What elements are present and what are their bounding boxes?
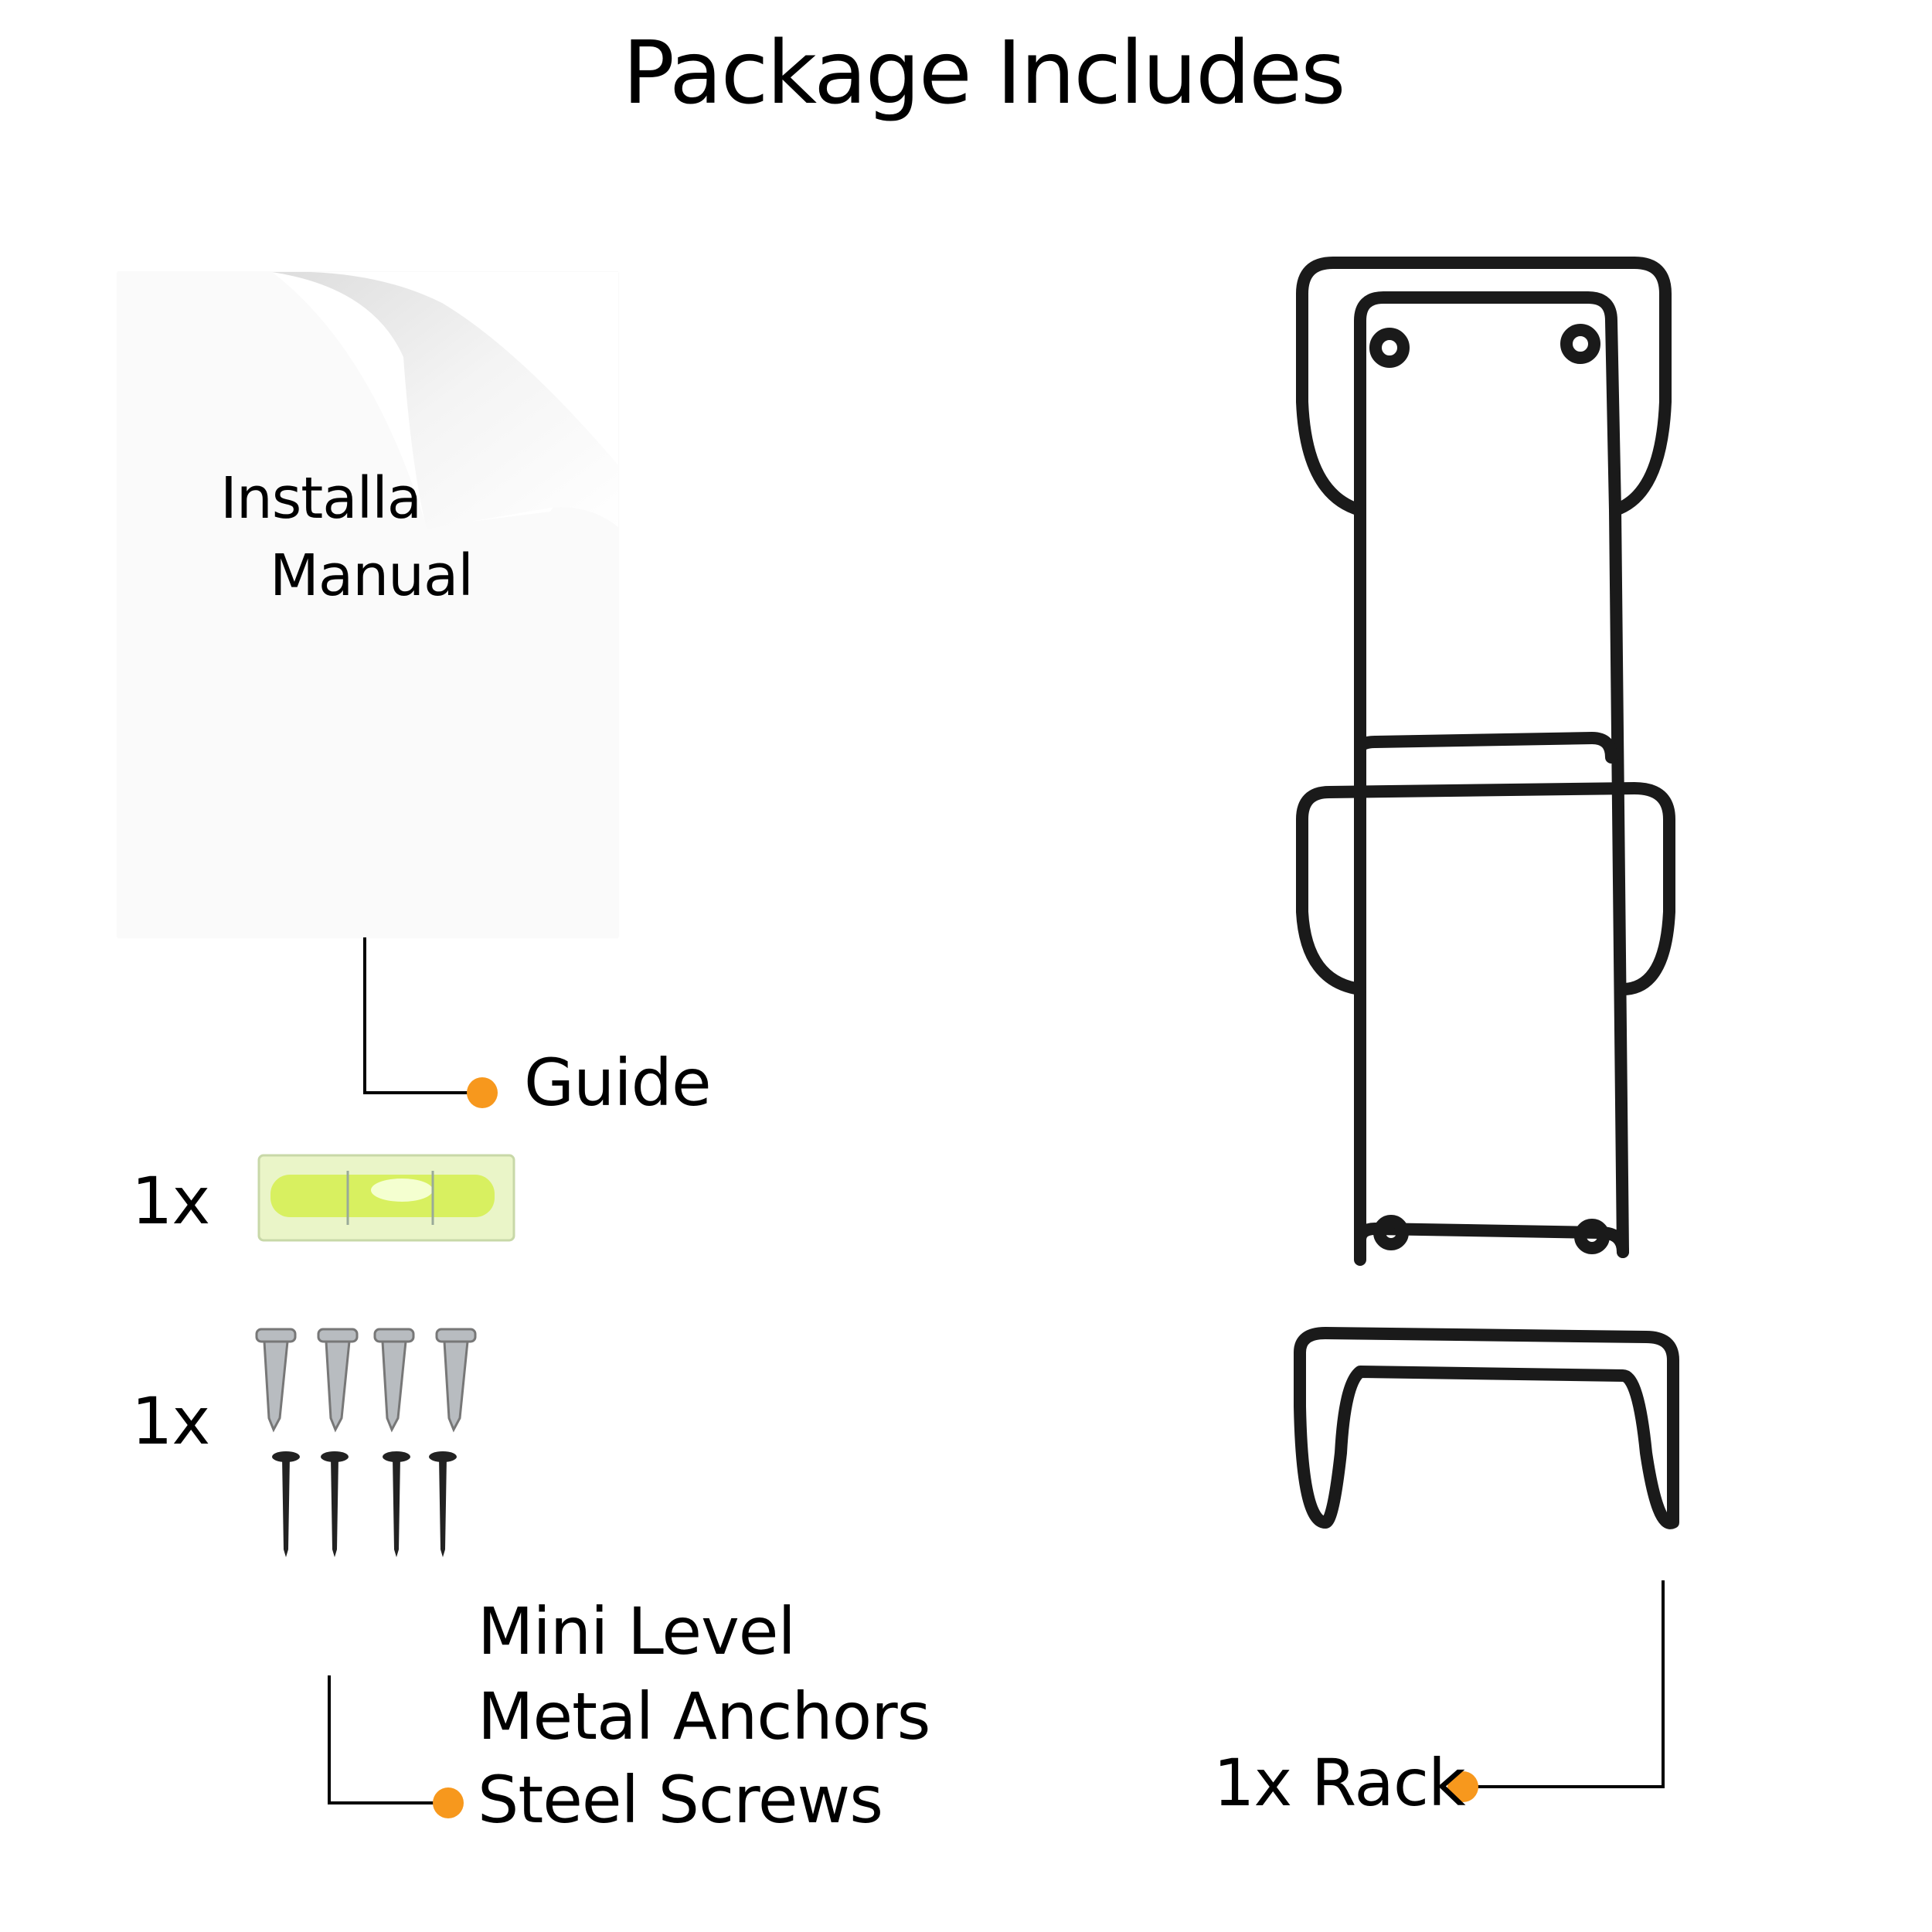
mini-level-label: Mini Level xyxy=(478,1594,796,1669)
metal-anchors-label: Metal Anchors xyxy=(478,1679,930,1754)
rack-connector-line xyxy=(1662,1580,1665,1788)
manual-title-line1: Installat xyxy=(220,465,444,532)
hardware-dot xyxy=(433,1787,464,1818)
bubble-level-icon xyxy=(257,1154,515,1242)
rack-dot xyxy=(1447,1771,1478,1802)
guide-dot xyxy=(467,1077,498,1108)
screw-icon xyxy=(383,1451,410,1557)
hardware-connector-line xyxy=(328,1801,448,1804)
guide-label: Guide xyxy=(524,1045,712,1121)
screw-icon xyxy=(272,1451,300,1557)
anchor-icon xyxy=(255,1328,297,1433)
wire-rack-icon xyxy=(1294,257,1679,1529)
anchor-icon xyxy=(435,1328,477,1433)
guide-connector-line xyxy=(363,1091,482,1094)
screw-icon xyxy=(429,1451,457,1557)
anchor-icon xyxy=(373,1328,415,1433)
page-curl-icon xyxy=(272,272,618,529)
guide-connector-line xyxy=(363,937,366,1094)
rack-label: 1x Rack xyxy=(1213,1745,1466,1821)
rack-connector-line xyxy=(1463,1785,1665,1788)
hardware-set xyxy=(255,1328,477,1557)
manual-title-line2: Manual xyxy=(270,543,474,609)
anchor-icon xyxy=(317,1328,359,1433)
steel-screws-label: Steel Screws xyxy=(478,1762,883,1838)
installation-manual: Installat Manual xyxy=(117,272,618,937)
hardware-connector-line xyxy=(328,1675,331,1804)
hardware-quantity: 1x xyxy=(131,1383,210,1459)
level-quantity: 1x xyxy=(131,1163,210,1239)
screw-icon xyxy=(321,1451,349,1557)
page-title: Package Includes xyxy=(622,23,1346,124)
